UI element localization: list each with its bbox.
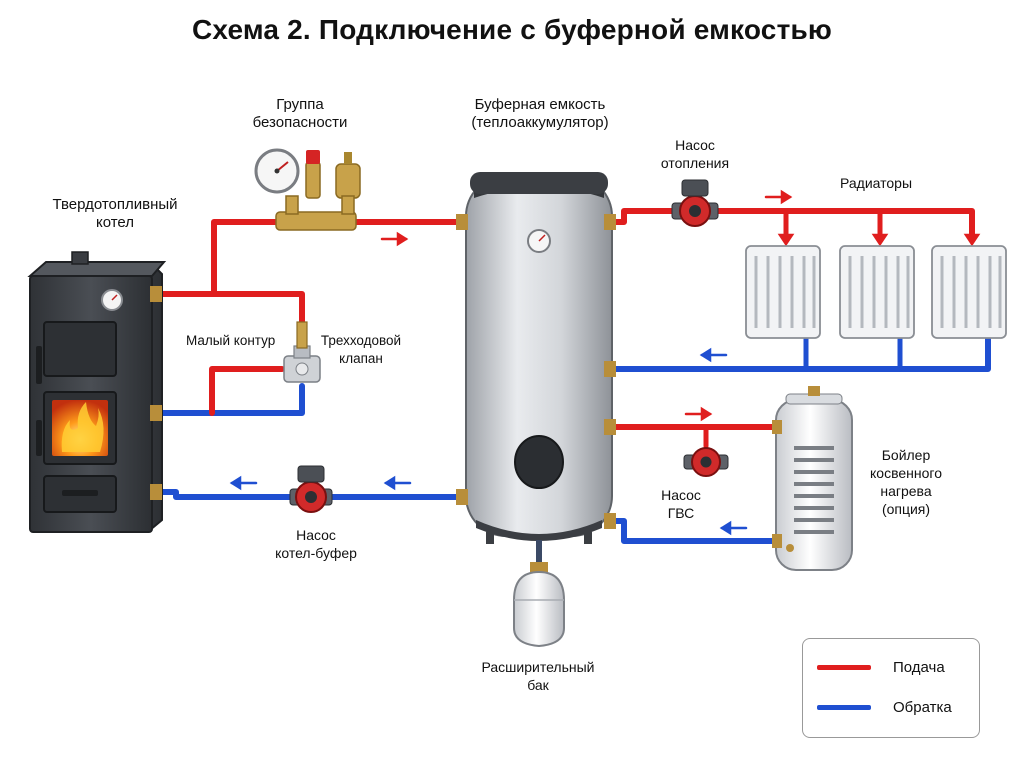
air-vent-icon (335, 163, 361, 199)
arrow-return-dhw (719, 520, 748, 536)
pipe-supply-boiler-buffer (157, 219, 465, 297)
pipe-return-radiators (609, 333, 991, 372)
radiator-2 (839, 245, 915, 339)
solid-fuel-boiler (27, 251, 167, 533)
return-pipes (157, 333, 991, 544)
arrow-supply-buffer (380, 231, 409, 247)
inspection-hatch-icon (514, 435, 564, 489)
pipe-return-boiler-buffer (157, 489, 465, 500)
diagram-title: Схема 2. Подключение с буферной емкостью (191, 14, 833, 45)
heating-pump (671, 179, 719, 227)
boiler-buffer-pump (289, 465, 333, 513)
legend-item-supply: Подача (817, 657, 945, 677)
legend-label-supply: Подача (893, 658, 945, 676)
pipe-return-small-loop (157, 383, 305, 416)
legend-item-return: Обратка (817, 697, 952, 717)
pipe-supply-radiators (609, 208, 975, 243)
arrow-supply-radiators (764, 189, 793, 205)
safety-group (254, 148, 361, 231)
legend: Подача Обратка (802, 638, 980, 738)
legend-swatch-return (817, 704, 871, 710)
radiators (745, 245, 1007, 339)
heat-exchanger-coil-icon (794, 446, 834, 534)
label-radiators: Радиаторы (839, 175, 913, 191)
flow-arrows (229, 189, 981, 536)
three-way-valve (283, 321, 321, 383)
indirect-water-heater (772, 386, 853, 571)
arrow-return-boiler-2 (383, 475, 412, 491)
radiator-3 (931, 245, 1007, 339)
label-buffer-tank: Буферная емкость(теплоаккумулятор) (471, 96, 609, 131)
radiator-1 (745, 245, 821, 339)
safety-valve-cap-icon (306, 150, 320, 164)
expansion-tank (513, 562, 565, 648)
arrow-down-rad-2 (871, 233, 889, 247)
arrow-return-radiators (699, 347, 728, 363)
arrow-down-rad-3 (963, 233, 981, 247)
legend-label-return: Обратка (893, 698, 952, 716)
arrow-supply-dhw (684, 406, 713, 422)
buffer-tank (456, 172, 616, 566)
arrow-down-rad-1 (777, 233, 795, 247)
label-small-loop: Малый контур (186, 333, 276, 348)
pipe-return-dhw (609, 518, 779, 544)
pipe-supply-small-loop (209, 366, 285, 416)
legend-swatch-supply (817, 664, 871, 670)
arrow-return-boiler-1 (229, 475, 258, 491)
dhw-pump (683, 447, 729, 477)
